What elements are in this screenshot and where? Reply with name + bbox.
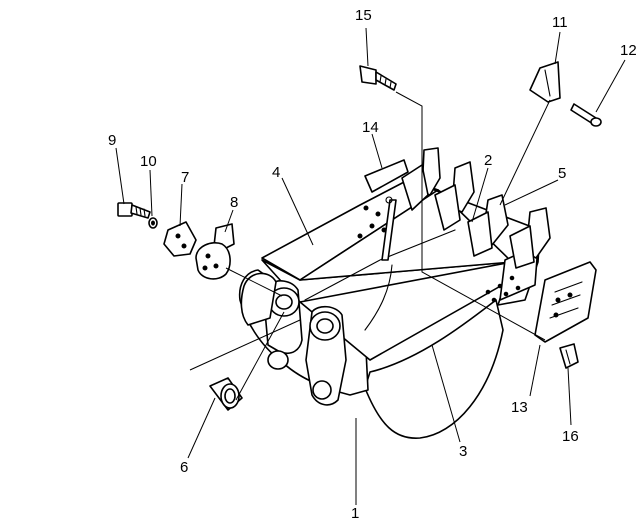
- callout-3: 3: [459, 443, 467, 460]
- mounting-brackets: [240, 272, 347, 406]
- leader-lines: [115, 27, 626, 505]
- bushing-6: [209, 377, 243, 411]
- callout-labels: 1 2 3 4 5 6 7 8 9 10 11 12 13 14 15 16: [108, 7, 637, 519]
- pin-12: [570, 103, 602, 127]
- washer-10: [148, 217, 158, 229]
- callout-8: 8: [230, 194, 238, 211]
- callout-5: 5: [558, 165, 566, 182]
- lock-16: [559, 343, 579, 369]
- side-pin-assembly: [364, 159, 409, 261]
- callout-1: 1: [351, 505, 359, 519]
- side-cutter: [534, 261, 597, 343]
- bolt-9: [117, 202, 151, 219]
- callout-11: 11: [552, 14, 568, 31]
- tooth-11: [529, 61, 561, 103]
- bolt-15: [359, 65, 397, 91]
- lip-bolt-holes: [357, 205, 521, 303]
- block-7: [163, 221, 197, 257]
- callout-13: 13: [511, 399, 528, 416]
- ring-plate: [195, 242, 231, 280]
- callout-6: 6: [180, 459, 188, 476]
- callout-16: 16: [562, 428, 579, 445]
- callout-14: 14: [362, 119, 379, 136]
- callout-10: 10: [140, 153, 157, 170]
- callout-2: 2: [484, 152, 492, 169]
- callout-9: 9: [108, 132, 116, 149]
- callout-7: 7: [181, 169, 189, 186]
- callout-15: 15: [355, 7, 372, 24]
- callout-4: 4: [272, 164, 280, 181]
- callout-12: 12: [620, 42, 637, 59]
